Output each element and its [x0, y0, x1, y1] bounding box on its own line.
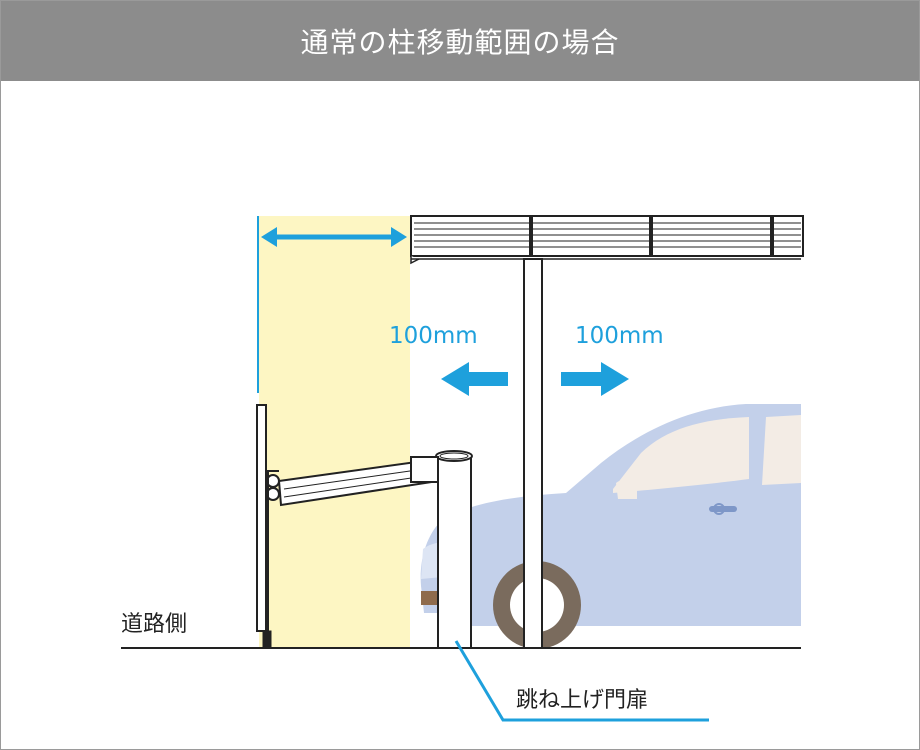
arrow-left-icon — [441, 362, 508, 396]
double-arrow-icon — [261, 227, 407, 247]
car — [420, 404, 801, 649]
gate-arm — [266, 456, 439, 507]
arrow-right-icon — [561, 362, 629, 396]
gate-leader-line — [454, 640, 709, 722]
header-bar: 通常の柱移動範囲の場合 — [1, 1, 919, 81]
carport-pillar — [523, 258, 543, 649]
gate-panel — [256, 404, 279, 649]
road-side-label: 道路側 — [121, 612, 188, 637]
movable-range-band — [259, 216, 410, 648]
carport-roof — [410, 215, 804, 265]
distance-label-left: 100mm — [389, 323, 478, 349]
gate-post — [435, 450, 473, 649]
distance-label-right: 100mm — [575, 323, 664, 349]
page-title: 通常の柱移動範囲の場合 — [300, 26, 620, 59]
gate-label: 跳ね上げ門扉 — [516, 688, 649, 713]
